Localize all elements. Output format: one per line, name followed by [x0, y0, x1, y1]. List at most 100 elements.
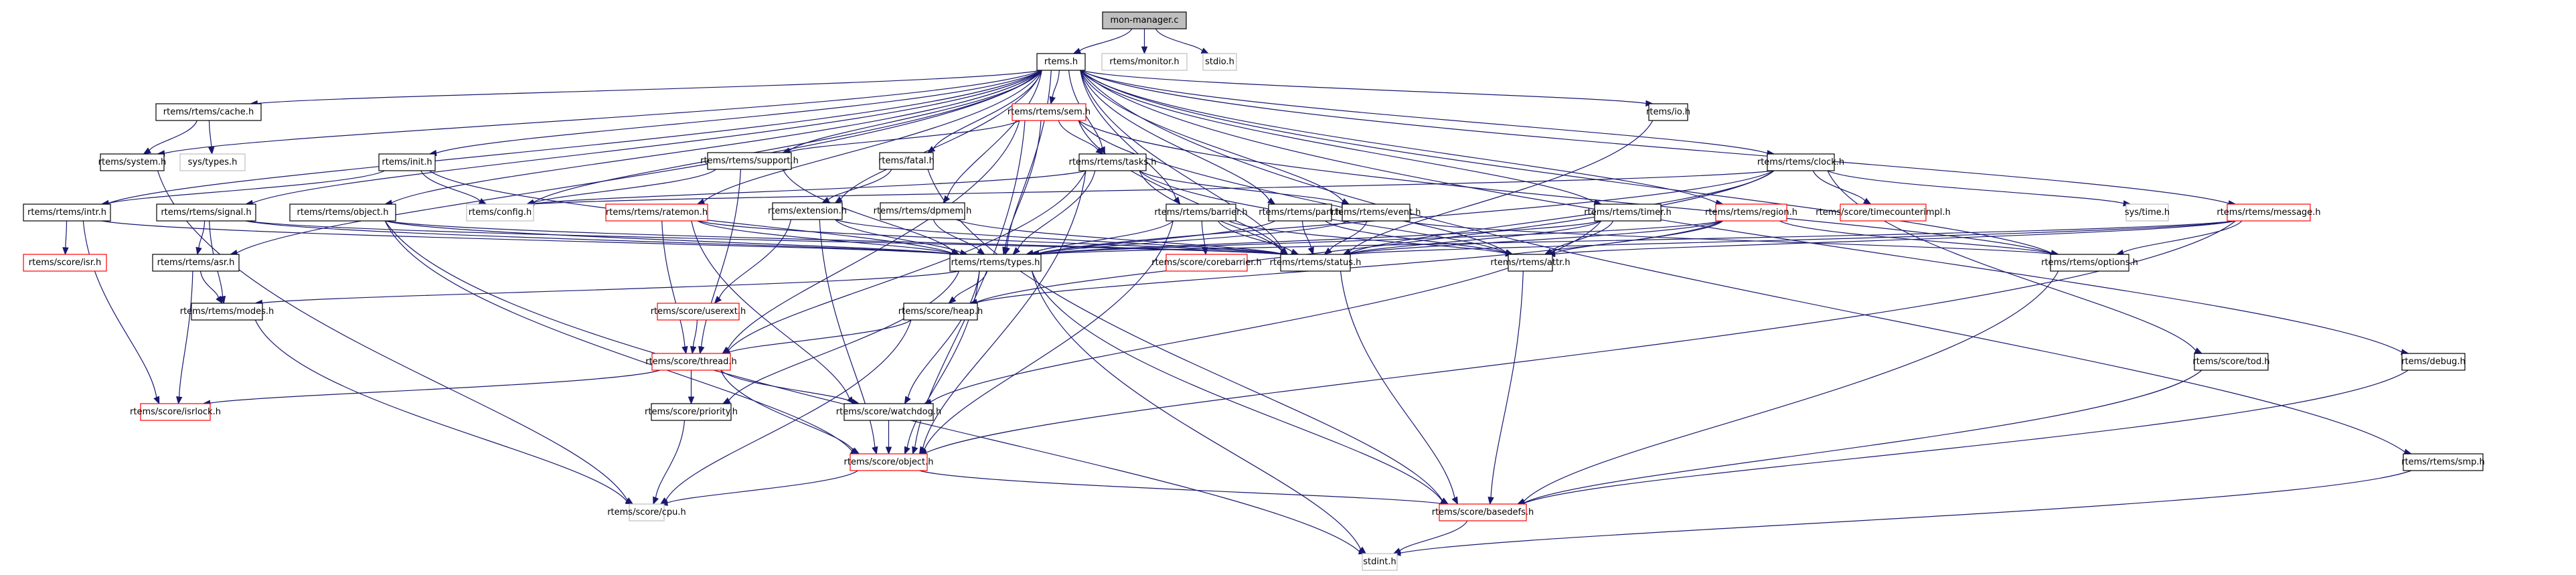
- node-box[interactable]: [1101, 53, 1188, 71]
- node-cpu-h[interactable]: rtems/score/cpu.h: [607, 503, 686, 521]
- node-box[interactable]: [879, 152, 934, 170]
- node-watchdog-h[interactable]: rtems/score/watchdog.h: [836, 403, 941, 421]
- node-box[interactable]: [23, 254, 107, 272]
- node-box[interactable]: [1036, 53, 1086, 71]
- node-barrier-h[interactable]: rtems/rtems/barrier.h: [1154, 203, 1248, 222]
- node-timer-h[interactable]: rtems/rtems/timer.h: [1584, 203, 1672, 222]
- node-box[interactable]: [191, 303, 263, 321]
- node-box[interactable]: [1078, 153, 1147, 171]
- node-box[interactable]: [156, 203, 256, 222]
- node-io-h[interactable]: rtems/io.h: [1646, 103, 1690, 121]
- node-status-h[interactable]: rtems/rtems/status.h: [1270, 254, 1362, 272]
- node-box[interactable]: [651, 403, 732, 421]
- node-fatal-h[interactable]: rtems/fatal.h: [878, 152, 935, 170]
- node-ratemon-h[interactable]: rtems/rtems/ratemon.h: [605, 203, 708, 222]
- node-box[interactable]: [903, 303, 978, 321]
- node-monitor-h[interactable]: rtems/monitor.h: [1101, 53, 1188, 71]
- node-box[interactable]: [850, 453, 928, 471]
- node-box[interactable]: [1342, 203, 1411, 222]
- node-box[interactable]: [1165, 254, 1248, 272]
- node-support-h[interactable]: rtems/rtems/support.h: [700, 152, 799, 170]
- node-part-h[interactable]: rtems/rtems/part.h: [1259, 203, 1342, 222]
- node-box[interactable]: [1715, 203, 1787, 222]
- node-basedefs-h[interactable]: rtems/score/basedefs.h: [1432, 503, 1534, 521]
- node-box[interactable]: [1648, 103, 1688, 121]
- node-box[interactable]: [949, 254, 1042, 272]
- node-box[interactable]: [843, 403, 934, 421]
- node-box[interactable]: [1165, 203, 1236, 222]
- node-sem-h[interactable]: rtems/rtems/sem.h: [1008, 103, 1091, 121]
- node-box[interactable]: [605, 203, 708, 222]
- node-box[interactable]: [1508, 254, 1553, 272]
- node-box[interactable]: [651, 353, 731, 371]
- node-cache-h[interactable]: rtems/rtems/cache.h: [155, 103, 262, 121]
- node-corebarrier-h[interactable]: rtems/score/corebarrier.h: [1151, 254, 1262, 272]
- node-tasks-h[interactable]: rtems/rtems/tasks.h: [1068, 153, 1157, 171]
- node-isr-h[interactable]: rtems/score/isr.h: [23, 254, 107, 272]
- node-box[interactable]: [1280, 254, 1351, 272]
- node-box[interactable]: [155, 103, 262, 121]
- node-box[interactable]: [1767, 153, 1835, 171]
- node-box[interactable]: [100, 153, 165, 171]
- node-box[interactable]: [466, 203, 534, 222]
- node-userext-h[interactable]: rtems/score/userext.h: [651, 303, 746, 321]
- node-extension-h[interactable]: rtems/extension.h: [768, 202, 847, 220]
- node-region-h[interactable]: rtems/rtems/region.h: [1705, 203, 1797, 222]
- node-box[interactable]: [629, 503, 665, 521]
- node-dpmem-h[interactable]: rtems/rtems/dpmem.h: [874, 202, 972, 220]
- node-sys-time-h[interactable]: sys/time.h: [2125, 203, 2170, 222]
- node-box[interactable]: [1102, 11, 1187, 29]
- node-stdio-h[interactable]: stdio.h: [1202, 53, 1237, 71]
- node-heap-h[interactable]: rtems/score/heap.h: [898, 303, 983, 321]
- node-box[interactable]: [1362, 553, 1398, 571]
- node-system-h[interactable]: rtems/system.h: [98, 153, 167, 171]
- node-smp-h[interactable]: rtems/rtems/smp.h: [2401, 453, 2485, 471]
- node-box[interactable]: [2227, 203, 2311, 222]
- node-timecounterimpl-h[interactable]: rtems/score/timecounterimpl.h: [1816, 203, 1951, 222]
- node-mon-manager-c[interactable]: mon-manager.c: [1102, 11, 1187, 29]
- node-box[interactable]: [378, 153, 436, 171]
- node-asr-h[interactable]: rtems/rtems/asr.h: [152, 254, 240, 272]
- node-box[interactable]: [1202, 53, 1237, 71]
- node-config-h[interactable]: rtems/config.h: [466, 203, 534, 222]
- node-clock-h[interactable]: rtems/rtems/clock.h: [1757, 153, 1844, 171]
- node-box[interactable]: [1439, 503, 1527, 521]
- node-box[interactable]: [152, 254, 240, 272]
- node-signal-h[interactable]: rtems/rtems/signal.h: [156, 203, 256, 222]
- node-attr-h[interactable]: rtems/rtems/attr.h: [1490, 254, 1571, 272]
- node-box[interactable]: [2403, 453, 2484, 471]
- node-box[interactable]: [707, 152, 792, 170]
- node-box[interactable]: [2194, 353, 2269, 371]
- node-object-h[interactable]: rtems/rtems/object.h: [289, 203, 396, 222]
- node-sys-types-h[interactable]: sys/types.h: [179, 153, 246, 171]
- node-box[interactable]: [2125, 203, 2169, 222]
- node-box[interactable]: [23, 203, 111, 222]
- node-box[interactable]: [1594, 203, 1662, 222]
- node-modes-h[interactable]: rtems/rtems/modes.h: [180, 303, 274, 321]
- node-rtems-h[interactable]: rtems.h: [1036, 53, 1086, 71]
- node-box[interactable]: [179, 153, 246, 171]
- node-box[interactable]: [772, 202, 843, 220]
- node-box[interactable]: [1840, 203, 1927, 222]
- node-message-h[interactable]: rtems/rtems/message.h: [2217, 203, 2321, 222]
- node-box[interactable]: [657, 303, 740, 321]
- node-tod-h[interactable]: rtems/score/tod.h: [2192, 353, 2270, 371]
- node-thread-h[interactable]: rtems/score/thread.h: [645, 353, 737, 371]
- node-init-h[interactable]: rtems/init.h: [378, 153, 436, 171]
- node-event-h[interactable]: rtems/rtems/event.h: [1332, 203, 1421, 222]
- node-box[interactable]: [880, 202, 965, 220]
- node-isrlock-h[interactable]: rtems/score/isrlock.h: [130, 403, 221, 421]
- node-debug-h[interactable]: rtems/debug.h: [2401, 353, 2466, 371]
- node-box[interactable]: [2401, 353, 2466, 371]
- node-stdint-h[interactable]: stdint.h: [1362, 553, 1398, 571]
- node-types-h[interactable]: rtems/rtems/types.h: [949, 254, 1042, 272]
- node-priority-h[interactable]: rtems/score/priority.h: [645, 403, 738, 421]
- node-box[interactable]: [2050, 254, 2129, 272]
- node-intr-h[interactable]: rtems/rtems/intr.h: [23, 203, 111, 222]
- node-box[interactable]: [1268, 203, 1332, 222]
- node-box[interactable]: [1012, 103, 1086, 121]
- node-box[interactable]: [140, 403, 211, 421]
- node-options-h[interactable]: rtems/rtems/options.h: [2041, 254, 2138, 272]
- node-box[interactable]: [289, 203, 396, 222]
- node-score-object-h[interactable]: rtems/score/object.h: [844, 453, 934, 471]
